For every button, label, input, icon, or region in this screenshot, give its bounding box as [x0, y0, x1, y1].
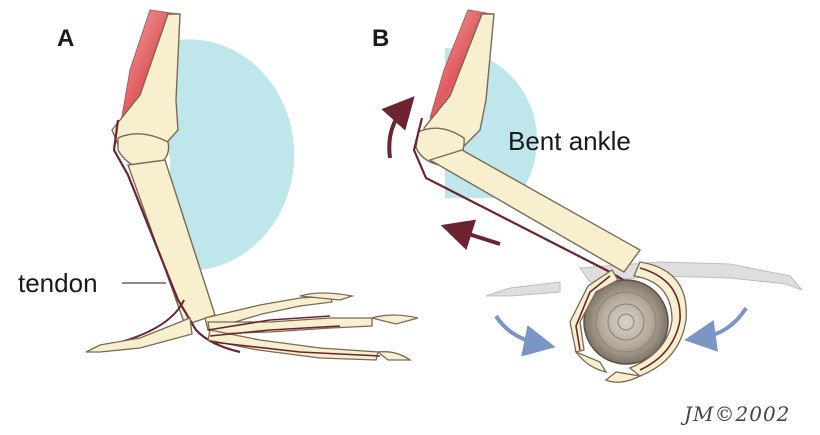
- curved-arrow-icon: [700, 308, 746, 338]
- arrow-left-icon: [456, 230, 500, 244]
- curved-arrow-icon: [496, 316, 540, 344]
- panel-b-label: B: [372, 25, 389, 53]
- tarsus-bone: [430, 150, 640, 272]
- panel-a: [73, 10, 418, 360]
- ghost-hind-toe: [486, 282, 560, 296]
- tendon-label: tendon: [18, 268, 98, 299]
- panel-a-label: A: [57, 25, 74, 53]
- artist-signature: JM©2002: [684, 402, 790, 426]
- bent-ankle-label: Bent ankle: [508, 126, 631, 157]
- curved-arrow-icon: [389, 108, 404, 158]
- front-toes: [205, 293, 418, 360]
- panel-b: [353, 10, 802, 382]
